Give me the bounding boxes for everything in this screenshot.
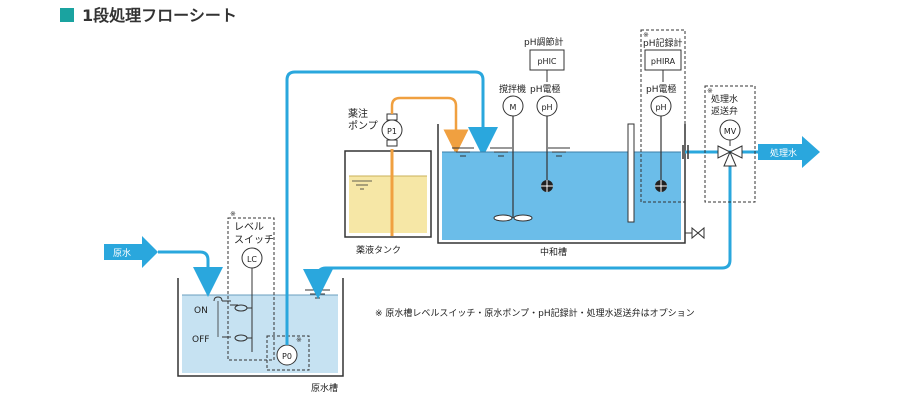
outlet-assembly: ※ 処理水 返送弁 MV <box>682 85 758 203</box>
p0-asterisk: ※ <box>296 336 302 344</box>
level-switch-caption: レベル スイッチ <box>234 221 274 246</box>
chemical-injection-pipe <box>390 96 469 155</box>
raw-water-in-label: 原水 <box>113 247 131 259</box>
phic-label: pHIC <box>537 57 556 66</box>
title-marker <box>60 8 74 22</box>
level-switch-asterisk: ※ <box>230 210 236 218</box>
drain-valve <box>691 226 705 240</box>
chem-pump-caption: 薬注 ポンプ <box>348 107 378 132</box>
lc-instrument-label: LC <box>247 255 257 264</box>
page-title: 1段処理フローシート <box>82 6 237 25</box>
mixer-motor-label: M <box>510 103 517 112</box>
ph-electrode-1-label: pH <box>541 103 552 112</box>
chem-tank-label: 薬液タンク <box>356 244 401 256</box>
ph-electrode-2-caption: pH電極 <box>646 83 676 95</box>
raw-water-inlet-pipe <box>158 250 223 297</box>
off-label: OFF <box>192 335 209 345</box>
raw-water-inlet-arrow: 原水 <box>104 236 158 268</box>
p1-pump-label: P1 <box>387 127 397 136</box>
mv-valve-label: MV <box>724 127 737 136</box>
return-valve-caption: 処理水 返送弁 <box>711 93 741 117</box>
raw-to-neutral-pipe <box>285 70 498 345</box>
phira-label: pHIRA <box>651 57 676 66</box>
level-switch-group: ※ レベル スイッチ LC ON OFF <box>192 210 275 361</box>
p0-pump-label: P0 <box>282 352 292 361</box>
ph-recorder-caption: pH記録計 <box>643 37 682 49</box>
mixer: 撹拌機 M <box>493 83 533 222</box>
ph-recorder-group: ※ pH記録計 pHIRA pH電極 pH <box>640 29 686 203</box>
treated-water-outlet-arrow: 処理水 <box>758 136 820 168</box>
three-way-valve <box>717 145 743 167</box>
ph-electrode-1-caption: pH電極 <box>530 83 560 95</box>
neutral-tank-label: 中和槽 <box>540 246 567 258</box>
on-label: ON <box>194 306 208 316</box>
ph-controller-group: pH調節計 pHIC pH電極 pH <box>524 36 565 192</box>
ph-recorder-asterisk: ※ <box>643 31 649 39</box>
mixer-caption: 撹拌機 <box>499 83 526 95</box>
raw-tank-label: 原水槽 <box>311 382 338 394</box>
return-pipe <box>303 160 732 299</box>
chemical-pump: 薬注 ポンプ P1 <box>348 107 403 147</box>
option-note: ※ 原水槽レベルスイッチ・原水ポンプ・pH記録計・処理水返送弁はオプション <box>375 307 695 319</box>
chemical-tank: 薬液タンク <box>344 149 432 256</box>
ph-electrode-2-label: pH <box>655 103 666 112</box>
treated-water-out-label: 処理水 <box>770 147 797 159</box>
return-valve-asterisk: ※ <box>707 87 713 95</box>
ph-controller-caption: pH調節計 <box>524 36 563 48</box>
